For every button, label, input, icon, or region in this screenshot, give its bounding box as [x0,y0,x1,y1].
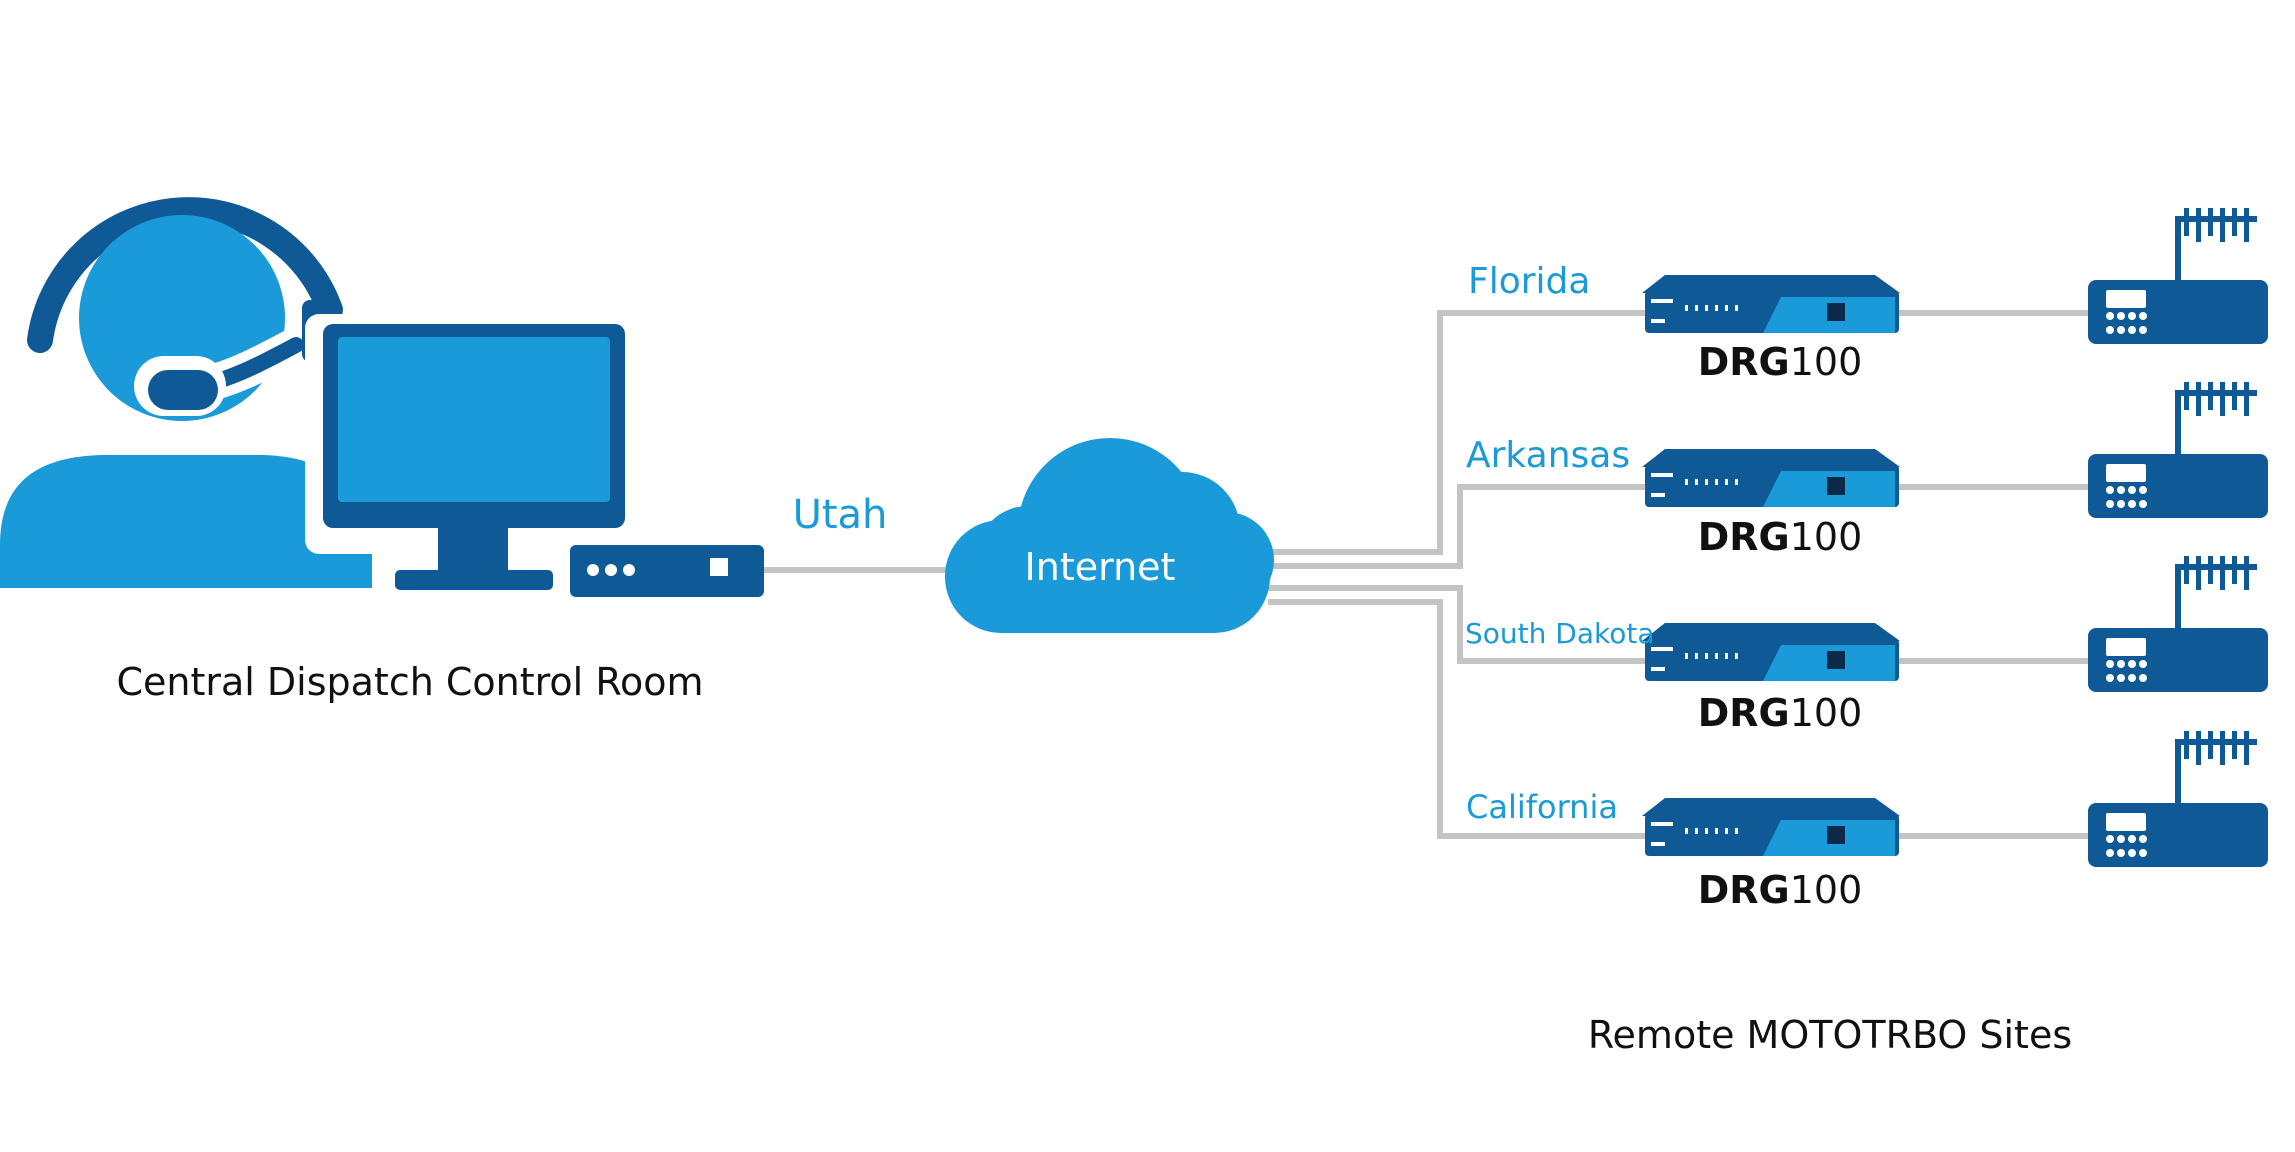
gateway-label-num: 100 [1790,340,1863,384]
gateway-label-2: DRG100 [1698,515,1863,559]
link-south-dakota [1268,585,1650,664]
gateway-label-4: DRG100 [1698,868,1863,912]
utah-label: Utah [793,492,888,538]
internet-label: Internet [1025,545,1176,589]
link-florida [1268,310,1650,555]
site-label-california: California [1466,788,1618,826]
radio-repeater-icon [2088,208,2268,344]
drg100-gateway-icon [1642,275,1900,333]
svg-text:DRG100: DRG100 [1698,691,1863,735]
radio-group [2088,208,2268,867]
gateway-label-bold: DRG [1698,340,1790,384]
computer-monitor-icon [305,314,629,590]
gateway-group [1642,275,1900,856]
connection-lines [760,310,2090,839]
site-label-south-dakota: South Dakota [1465,617,1654,650]
network-box-icon [570,545,764,597]
radio-repeater-icon [2088,556,2268,692]
drg100-gateway-icon [1642,449,1900,507]
gateway-label-bold: DRG [1698,868,1790,912]
central-dispatch-caption: Central Dispatch Control Room [116,660,703,704]
svg-text:DRG100: DRG100 [1698,515,1863,559]
gateway-label-num: 100 [1790,868,1863,912]
svg-text:DRG100: DRG100 [1698,868,1863,912]
radio-repeater-icon [2088,382,2268,518]
gateway-label-bold: DRG [1698,515,1790,559]
gateway-label-num: 100 [1790,691,1863,735]
link-california [1268,599,1650,839]
gateway-label-3: DRG100 [1698,691,1863,735]
site-label-florida: Florida [1468,261,1590,302]
gateway-label-num: 100 [1790,515,1863,559]
gateway-label-bold: DRG [1698,691,1790,735]
dispatcher-headset-icon [0,197,372,588]
site-label-arkansas: Arkansas [1466,435,1630,476]
gateway-label-1: DRG100 [1698,340,1863,384]
link-arkansas [1268,484,1650,569]
drg100-gateway-icon [1642,623,1900,681]
radio-repeater-icon [2088,731,2268,867]
remote-sites-caption: Remote MOTOTRBO Sites [1588,1013,2072,1057]
svg-text:DRG100: DRG100 [1698,340,1863,384]
drg100-gateway-icon [1642,798,1900,856]
internet-cloud-icon [945,438,1274,633]
